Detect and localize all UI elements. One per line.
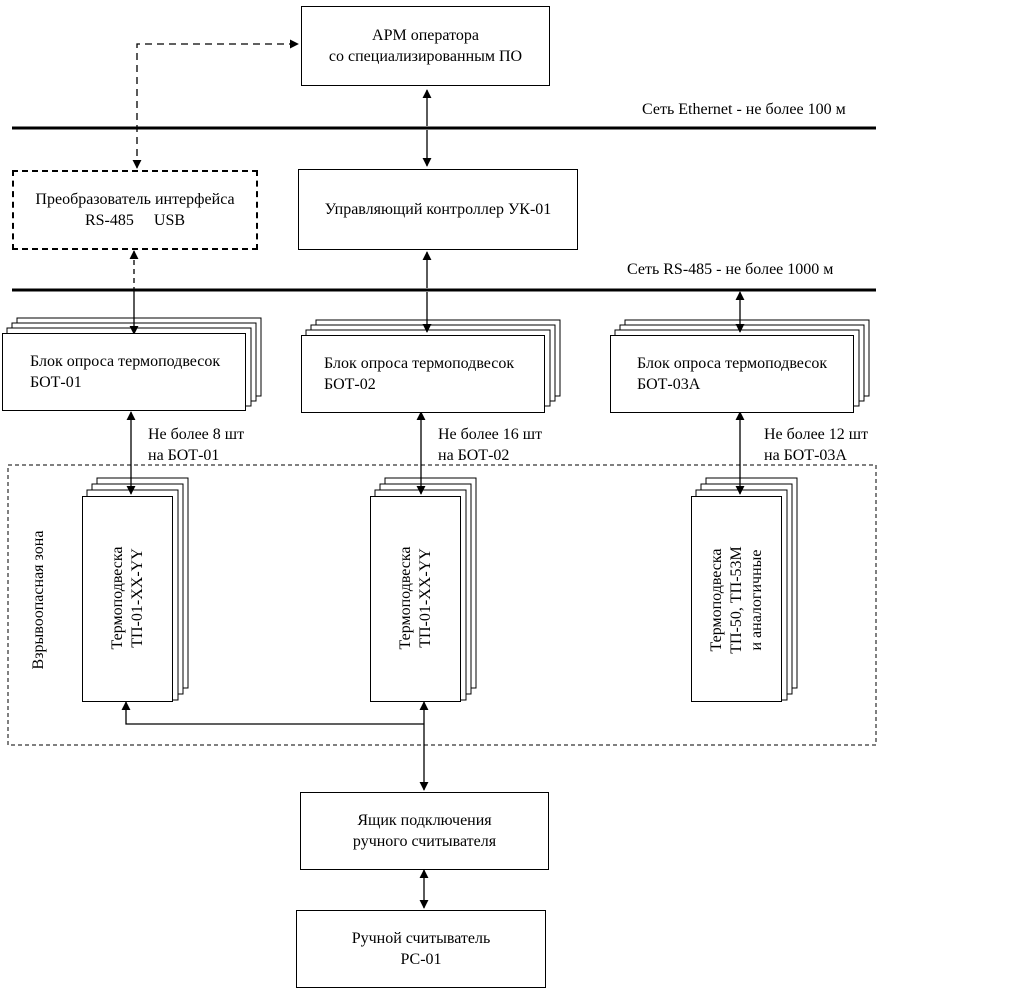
junction-line2: ручного считывателя <box>352 833 497 850</box>
bot-01-line1: Блок опроса термоподвесок <box>30 353 221 370</box>
bot-03a-line1: Блок опроса термоподвесок <box>637 355 828 372</box>
explosive-zone-border <box>7 464 877 746</box>
controller-label: Управляющий контроллер УК-01 <box>324 201 552 218</box>
probe-1-text: Термоподвеска ТП-01-XX-YY <box>108 498 148 698</box>
bot-02-line2: БОТ-02 <box>324 376 376 393</box>
bot-03a-block: Блок опроса термоподвесок БОТ-03А <box>610 335 854 413</box>
bot-01-block: Блок опроса термоподвесок БОТ-01 <box>2 333 246 411</box>
probe-2-line2: ТП-01-XX-YY <box>417 548 434 648</box>
bot-01-count: Не более 8 шт на БОТ-01 <box>148 424 244 466</box>
reader-line1: Ручной считыватель <box>351 930 491 947</box>
bot-03a-count-line2: на БОТ-03А <box>764 447 847 464</box>
probe-3-line1: Термоподвеска <box>708 548 725 652</box>
converter-line2: RS-485 USB <box>84 212 186 229</box>
probe-3-box <box>691 496 782 702</box>
probe-3-text: Термоподвеска ТП-50, ТП-53М и аналогичны… <box>707 500 767 700</box>
probe-3-line2: ТП-50, ТП-53М <box>728 546 745 654</box>
bot-02-line1: Блок опроса термоподвесок <box>324 355 515 372</box>
interface-converter-box: Преобразователь интерфейса RS-485 USB <box>12 170 258 250</box>
bot-03a-count-line1: Не более 12 шт <box>764 426 869 443</box>
probe-2-box <box>370 496 461 702</box>
probe-3-line3: и аналогичные <box>748 549 765 651</box>
bot-02-count-line1: Не более 16 шт <box>438 426 543 443</box>
arm-line2: со специализированным ПО <box>328 48 523 65</box>
probe-2-text: Термоподвеска ТП-01-XX-YY <box>396 498 436 698</box>
junction-line1: Ящик подключения <box>357 812 492 829</box>
arm-converter-dashed-link <box>132 39 299 169</box>
junction-box: Ящик подключения ручного считывателя <box>300 792 549 870</box>
arm-operator-box: АРМ оператора со специализированным ПО <box>301 6 550 86</box>
ethernet-label: Сеть Ethernet - не более 100 м <box>642 101 846 118</box>
bot-01-count-line2: на БОТ-01 <box>148 447 220 464</box>
bot-03a-line2: БОТ-03А <box>637 376 701 393</box>
probe1-junction-link <box>121 701 424 725</box>
probe-1-line1: Термоподвеска <box>109 546 126 650</box>
explosive-zone-label: Взрывоопасная зона <box>30 530 47 670</box>
handheld-reader-box: Ручной считыватель РС-01 <box>296 910 546 988</box>
bot-01-count-line1: Не более 8 шт <box>148 426 245 443</box>
probe-1-box <box>82 496 173 702</box>
arm-line1: АРМ оператора <box>372 27 479 44</box>
rs485-label: Сеть RS-485 - не более 1000 м <box>627 261 834 278</box>
bot-02-count: Не более 16 шт на БОТ-02 <box>438 424 542 466</box>
controller-box: Управляющий контроллер УК-01 <box>298 169 578 250</box>
reader-line2: РС-01 <box>400 951 442 968</box>
bot-03a-count: Не более 12 шт на БОТ-03А <box>764 424 868 466</box>
bot-02-count-line2: на БОТ-02 <box>438 447 510 464</box>
converter-line1: Преобразователь интерфейса <box>35 191 235 208</box>
bot-02-block: Блок опроса термоподвесок БОТ-02 <box>301 335 545 413</box>
probe-2-line1: Термоподвеска <box>397 546 414 650</box>
bot-01-line2: БОТ-01 <box>30 374 82 391</box>
probe-1-line2: ТП-01-XX-YY <box>129 548 146 648</box>
